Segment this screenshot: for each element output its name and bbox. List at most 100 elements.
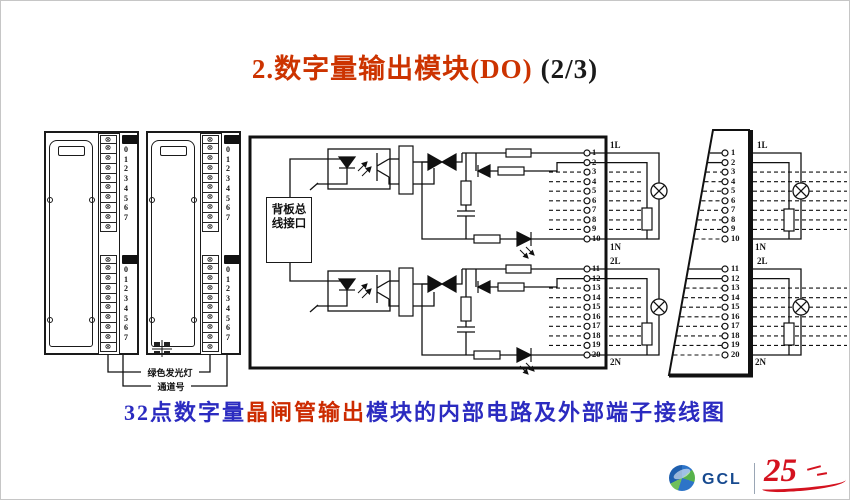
screw-hole (89, 197, 95, 203)
terminals-center (583, 149, 591, 359)
terminal-screw-icon: ⊗ (201, 264, 219, 275)
channel-number: 6 (226, 323, 230, 333)
terminal-number: 13 (731, 282, 740, 293)
title-page-indicator: (2/3) (540, 54, 599, 84)
terminal-number: 19 (592, 339, 601, 350)
caption-part1: 32点数字量 (123, 400, 246, 425)
terminal-number: 16 (592, 310, 601, 321)
terminal-screw-icon: ⊗ (201, 303, 219, 314)
screw-hole (47, 197, 53, 203)
terminal-screw-icon: ⊗ (201, 154, 219, 164)
channel-number: 3 (124, 174, 128, 184)
callout-lines (107, 355, 228, 387)
terminal-screw-icon: ⊗ (201, 163, 219, 174)
screw-hole (191, 317, 197, 323)
terminal-screw-icon: ⊗ (99, 173, 117, 184)
channel-number: 7 (226, 213, 230, 223)
components-center (398, 145, 653, 360)
channel-number: 4 (226, 183, 230, 193)
channel-number: 7 (124, 213, 128, 223)
terminal-screw-group-1: ⊗ ⊗⊗⊗⊗⊗⊗⊗⊗⊗ (201, 134, 219, 233)
label-2n: 2N (755, 357, 766, 367)
channel-number: 1 (226, 154, 230, 164)
dashed-stubs-center (549, 171, 641, 346)
logo-divider (754, 463, 755, 494)
led-group-badge (224, 255, 240, 264)
terminal-screw-icon: ⊗ (201, 202, 219, 213)
terminal-number: 20 (731, 348, 740, 359)
terminal-screw-icon: ⊗ (201, 144, 219, 155)
terminal-screw-icon: ⊗ (99, 293, 117, 304)
terminal-number: 6 (592, 194, 597, 205)
bus-interface-line2: 线接口 (271, 218, 307, 230)
terminal-screw-icon: ⊗ (99, 322, 117, 333)
terminal-number: 3 (592, 166, 597, 177)
terminal-number: 14 (731, 291, 740, 302)
channel-number: 4 (124, 303, 128, 313)
lamp-symbols-right (792, 182, 810, 316)
terminal-screw-icon: ⊗ (99, 154, 117, 164)
terminal-screw-icon: ⊗ (99, 183, 117, 194)
terminal-number: 10 (592, 232, 601, 243)
terminal-screw-icon: ⊗ (99, 212, 117, 223)
terminal-number: 14 (592, 291, 601, 302)
terminal-number: 6 (731, 194, 736, 205)
channel-number: 2 (124, 284, 128, 294)
components-right (783, 208, 795, 346)
caption-part3: 模块的内部电路及外部端子接线图 (366, 400, 727, 425)
terminal-number: 19 (731, 339, 740, 350)
module-handle (160, 146, 187, 156)
terminal-screw-icon: ⊗ (201, 193, 219, 203)
terminal-number: 12 (731, 272, 740, 283)
channel-number: 1 (124, 154, 128, 164)
callout-led-label: 绿色发光灯 (147, 368, 193, 378)
terminal-number: 16 (731, 310, 740, 321)
screw-hole (191, 197, 197, 203)
terminal-screw-icon: ⊗ (99, 342, 117, 353)
terminal-screw-icon: ⊗ (201, 283, 219, 294)
led-arrows (357, 161, 535, 375)
terminal-screw-icon: ⊗ (201, 212, 219, 223)
external-terminal-block (667, 129, 753, 378)
terminal-number: 8 (731, 213, 736, 224)
channel-number: 3 (226, 174, 230, 184)
terminal-screw-icon: ⊗ (99, 274, 117, 284)
terminal-number: 5 (731, 185, 736, 196)
terminals-right (721, 149, 729, 359)
terminal-number: 4 (592, 175, 597, 186)
channel-number: 1 (226, 274, 230, 284)
terminal-screw-icon: ⊗ (99, 303, 117, 314)
terminal-screw-icon: ⊗ (99, 313, 117, 323)
terminal-screw-icon: ⊗ (99, 193, 117, 203)
label-1l: 1L (610, 140, 621, 150)
channel-number: 5 (226, 193, 230, 203)
slide-caption: 32点数字量晶闸管输出模块的内部电路及外部端子接线图 (1, 395, 849, 427)
terminal-number: 4 (731, 175, 736, 186)
channel-number: 5 (124, 193, 128, 203)
slide-title: 2.数字量输出模块(DO)(2/3) (1, 47, 849, 86)
terminal-screw-icon: ⊗ (201, 254, 219, 265)
screw-hole (47, 317, 53, 323)
terminal-number: 11 (731, 263, 740, 273)
terminal-screw-icon: ⊗ (201, 293, 219, 304)
anniversary-25: 25 (764, 453, 797, 489)
terminal-screw-icon: ⊗ (201, 183, 219, 194)
channel-number: 6 (124, 203, 128, 213)
terminal-screw-icon: ⊗ (99, 163, 117, 174)
channel-number: 6 (124, 323, 128, 333)
terminal-screw-icon: ⊗ (201, 313, 219, 323)
screw-hole (149, 197, 155, 203)
screw-hole (89, 317, 95, 323)
terminal-number: 15 (592, 301, 601, 312)
terminal-screw-icon: ⊗ (201, 342, 219, 353)
label-1n: 1N (755, 242, 766, 252)
dashed-stubs-right (673, 171, 847, 356)
channel-number: 3 (124, 294, 128, 304)
channel-number: 4 (124, 183, 128, 193)
